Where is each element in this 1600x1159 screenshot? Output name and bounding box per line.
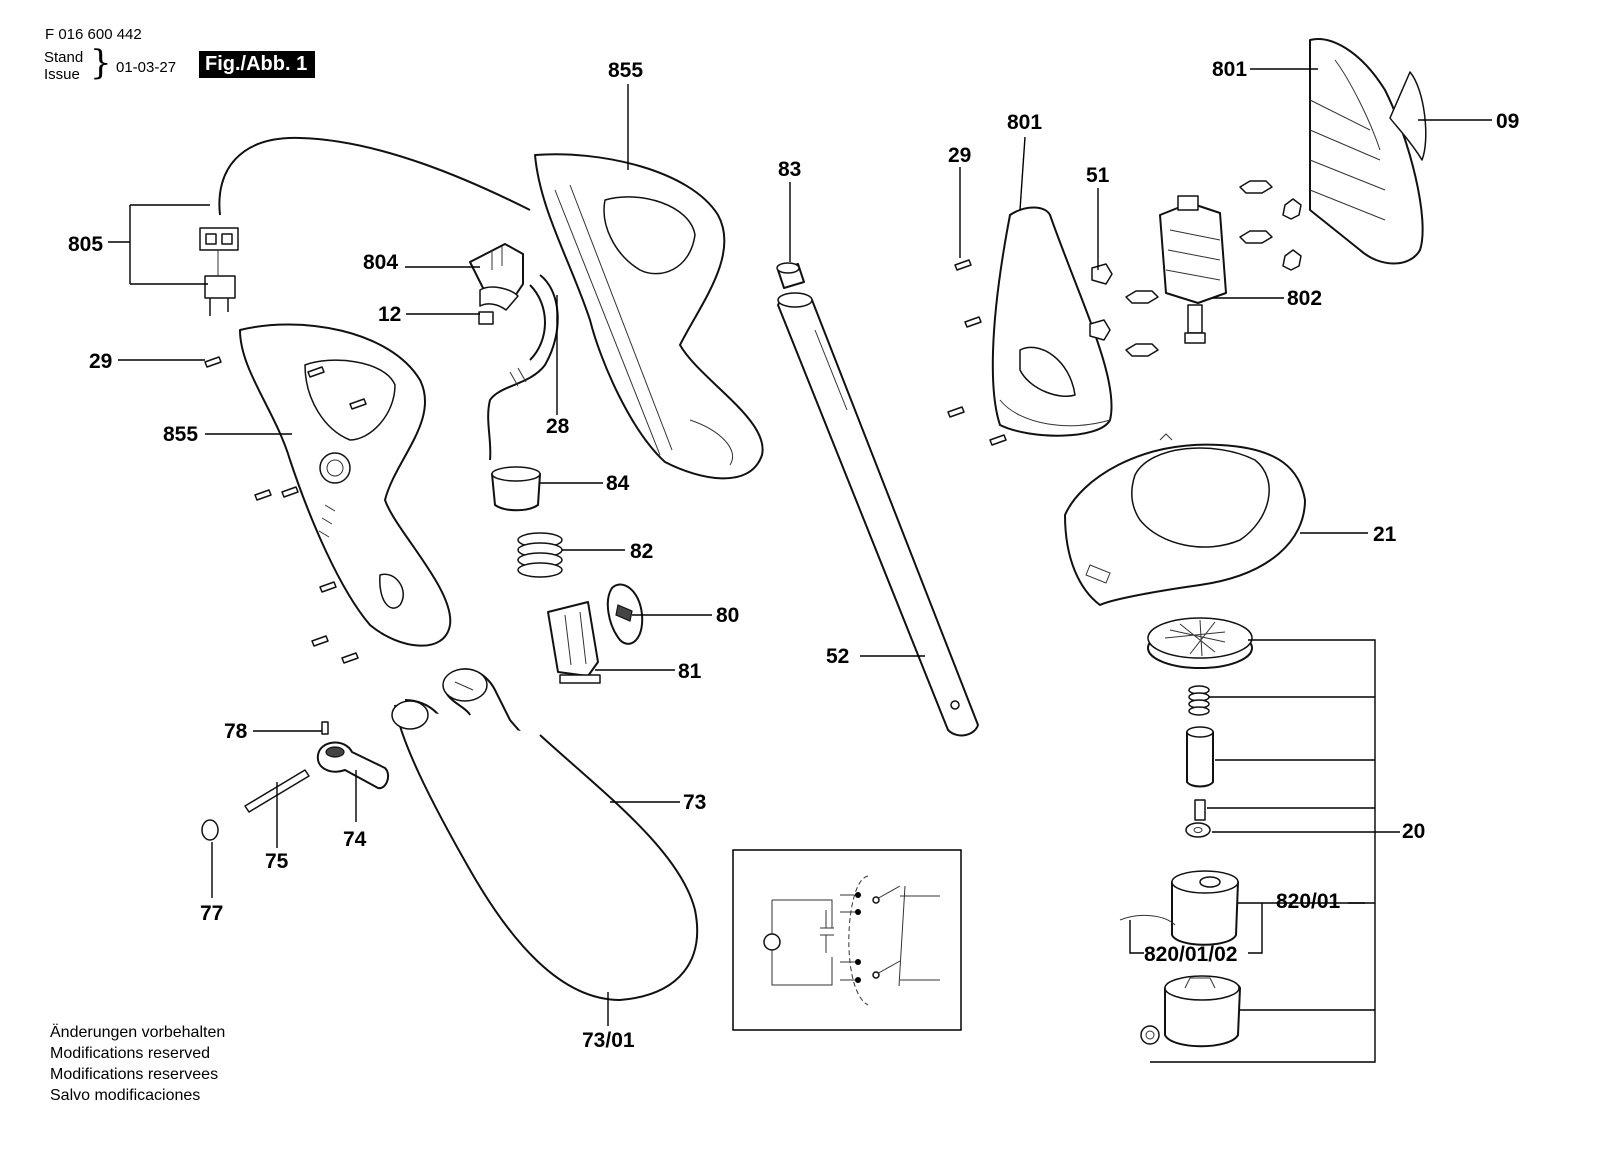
label-75: 75 <box>265 850 289 873</box>
screw-set-right-part <box>947 259 1007 446</box>
label-29-left: 29 <box>89 350 112 373</box>
sleeve-part <box>491 466 541 512</box>
label-12: 12 <box>378 303 401 326</box>
tube-part <box>777 292 979 737</box>
label-804: 804 <box>363 251 398 274</box>
label-805: 805 <box>68 233 103 256</box>
label-801-back: 801 <box>1212 58 1247 81</box>
figure-badge: Fig./Abb. 1 <box>199 51 316 78</box>
label-77: 77 <box>200 902 223 925</box>
issue-label: Issue <box>44 66 80 83</box>
label-09: 09 <box>1496 110 1519 133</box>
label-plate-part <box>1389 71 1427 161</box>
label-820-01-02: 820/01/02 <box>1144 943 1237 966</box>
spool-housing-part <box>1140 975 1241 1048</box>
label-29-right: 29 <box>948 144 971 167</box>
label-73-01: 73/01 <box>582 1029 635 1052</box>
label-51: 51 <box>1086 164 1110 187</box>
label-21: 21 <box>1373 523 1397 546</box>
note-spanish: Salvo modificaciones <box>50 1087 201 1104</box>
fan-wheel-part <box>1147 617 1253 669</box>
wiring-schematic-icon <box>732 849 962 1031</box>
label-802: 802 <box>1287 287 1322 310</box>
handle-half-left-part <box>239 323 452 647</box>
spring-part <box>517 532 563 578</box>
clamp-knob-part <box>316 741 389 790</box>
issue-date: 01-03-27 <box>116 59 177 76</box>
label-82: 82 <box>630 540 653 563</box>
small-clip-part <box>478 311 494 325</box>
label-855-top: 855 <box>608 59 643 82</box>
label-28: 28 <box>546 415 570 438</box>
handle-half-right-part <box>534 153 764 480</box>
label-80: 80 <box>716 604 739 627</box>
power-cord-part <box>199 136 531 316</box>
wire-harness-part <box>487 274 559 461</box>
note-german: Änderungen vorbehalten <box>50 1024 226 1041</box>
knob-part <box>606 583 644 645</box>
part-number-labels: 855 801 09 805 804 12 29 855 28 83 29 80… <box>68 58 1519 1052</box>
label-78: 78 <box>224 720 248 743</box>
note-french: Modifications reservees <box>50 1066 219 1083</box>
note-english: Modifications reserved <box>50 1045 211 1062</box>
auxiliary-handle-part <box>391 668 699 1001</box>
label-801-front: 801 <box>1007 111 1042 134</box>
document-number: F 016 600 442 <box>45 26 142 43</box>
pin-part <box>321 721 329 735</box>
screw-set-left-part <box>204 356 367 664</box>
lock-part <box>547 601 601 684</box>
motor-housing-back-part <box>1309 38 1424 265</box>
brace-icon: } <box>90 43 112 83</box>
hex-nut-set-part <box>1125 180 1302 357</box>
label-52: 52 <box>826 645 849 668</box>
leader-lines <box>108 68 1492 1063</box>
tube-cap-part <box>776 262 805 289</box>
label-820-01: 820/01 <box>1276 890 1341 913</box>
modification-notes: Änderungen vorbehalten Modifications res… <box>50 1022 225 1106</box>
label-83: 83 <box>778 158 801 181</box>
motor-part <box>1159 195 1227 344</box>
label-81: 81 <box>678 660 702 683</box>
label-20: 20 <box>1402 820 1425 843</box>
stand-issue-labels: Stand Issue <box>44 49 83 83</box>
brush-part <box>1089 263 1113 341</box>
motor-cover-front-part <box>991 206 1113 437</box>
label-74: 74 <box>343 828 367 851</box>
label-73: 73 <box>683 791 706 814</box>
guard-hood-part <box>1064 433 1306 606</box>
retaining-ring-part <box>201 819 219 841</box>
spool-part <box>1119 870 1239 946</box>
stand-label: Stand <box>44 49 84 66</box>
bolt-sleeve-part <box>1186 726 1214 788</box>
label-855-left: 855 <box>163 423 198 446</box>
washer-part <box>1185 822 1211 838</box>
spring-small-part <box>1188 685 1210 716</box>
bolt-part <box>1194 799 1206 821</box>
label-84: 84 <box>606 472 630 495</box>
switch-part <box>469 243 524 311</box>
